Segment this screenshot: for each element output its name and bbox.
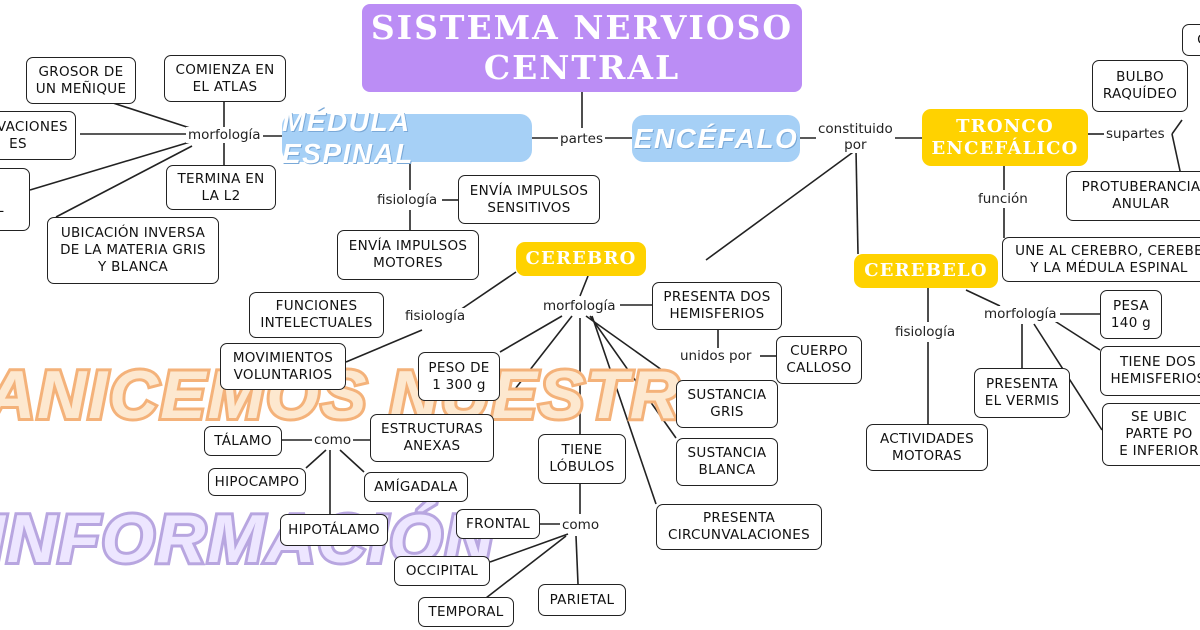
node-envia-sensitivos: ENVÍA IMPULSOS SENSITIVOS [458, 175, 600, 224]
label-como-lobulos: como [560, 517, 602, 533]
node-sustancia-blanca: SUSTANCIA BLANCA [676, 438, 778, 486]
node-envia-motores: ENVÍA IMPULSOS MOTORES [337, 230, 479, 280]
node-se-ubica: SE UBIC PARTE PO E INFERIOR [1102, 403, 1200, 466]
node-occipital: OCCIPITAL [394, 556, 490, 586]
node-frontal: FRONTAL [456, 509, 540, 539]
node-hipotalamo: HIPOTÁLAMO [280, 514, 388, 546]
label-fisiologia-cerebro: fisiología [403, 308, 468, 324]
node-tronco-encefalico: TRONCO ENCEFÁLICO [922, 109, 1088, 166]
node-actividades-motoras: ACTIVIDADES MOTORAS [866, 424, 988, 471]
node-tronco-top-cut: C [1182, 24, 1200, 56]
node-circunvalaciones: PRESENTA CIRCUNVALACIONES [656, 504, 822, 550]
node-pesa-140: PESA 140 g [1100, 290, 1162, 339]
label-como-anexas: como [312, 432, 354, 448]
node-parietal: PARIETAL [538, 584, 626, 616]
node-presenta-dos-hemisferios: PRESENTA DOS HEMISFERIOS [652, 282, 782, 330]
node-peso-cerebro: PESO DE 1 300 g [418, 352, 500, 401]
node-encefalo: ENCÉFALO [632, 115, 800, 162]
node-cuerpo-calloso: CUERPO CALLOSO [776, 336, 862, 384]
node-cerebelo: CEREBELO [854, 254, 998, 288]
node-tiene-lobulos: TIENE LÓBULOS [538, 434, 626, 484]
label-unidos-por: unidos por [678, 348, 754, 364]
node-cerebelo-hemisferios: TIENE DOS HEMISFERIOS [1100, 346, 1200, 396]
node-estructuras-anexas: ESTRUCTURAS ANEXAS [370, 414, 494, 462]
node-curvaciones: CURVACIONES ES [0, 111, 76, 160]
node-ubicacion-inversa: UBICACIÓN INVERSA DE LA MATERIA GRIS Y B… [47, 217, 219, 284]
node-movimientos-voluntarios: MOVIMIENTOS VOLUNTARIOS [220, 343, 346, 390]
node-cerebro: CEREBRO [516, 242, 646, 276]
label-fisiologia-medula: fisiología [375, 192, 440, 208]
label-constituido-por: constituido por [816, 121, 895, 153]
node-grosor-menique: GROSOR DE UN MEÑIQUE [26, 57, 136, 104]
node-bulbo-raquideo: BULBO RAQUÍDEO [1092, 60, 1188, 112]
label-morfologia-cerebro: morfología [541, 298, 618, 314]
node-temporal: TEMPORAL [418, 597, 514, 627]
node-termina-l2: TERMINA EN LA L2 [166, 165, 276, 210]
label-morfologia-medula: morfología [186, 127, 263, 143]
label-partes: partes [558, 131, 606, 147]
node-amigdala: AMÍGADALA [364, 472, 468, 502]
node-hipocampo: HIPOCAMPO [208, 468, 306, 496]
node-presenta-vermis: PRESENTA EL VERMIS [974, 368, 1070, 418]
label-fisiologia-cerebelo: fisiología [893, 324, 958, 340]
node-talamo: TÁLAMO [204, 426, 282, 456]
label-morfologia-cerebelo: morfología [982, 306, 1059, 322]
node-comienza-atlas: COMIENZA EN EL ATLAS [164, 55, 286, 102]
node-une-cerebro: UNE AL CEREBRO, CEREBE Y LA MÉDULA ESPIN… [1002, 237, 1200, 282]
label-supartes: supartes [1104, 126, 1167, 142]
node-protuberancia-anular: PROTUBERANCIA ANULAR [1066, 171, 1200, 221]
node-color-cut: OR NAL [0, 168, 30, 231]
node-sustancia-gris: SUSTANCIA GRIS [676, 380, 778, 428]
node-medula-espinal: MÉDULA ESPINAL [282, 106, 532, 169]
label-funcion: función [976, 191, 1030, 207]
node-funciones-intelectuales: FUNCIONES INTELECTUALES [249, 292, 384, 338]
map-title: SISTEMA NERVIOSO CENTRAL [362, 4, 802, 92]
